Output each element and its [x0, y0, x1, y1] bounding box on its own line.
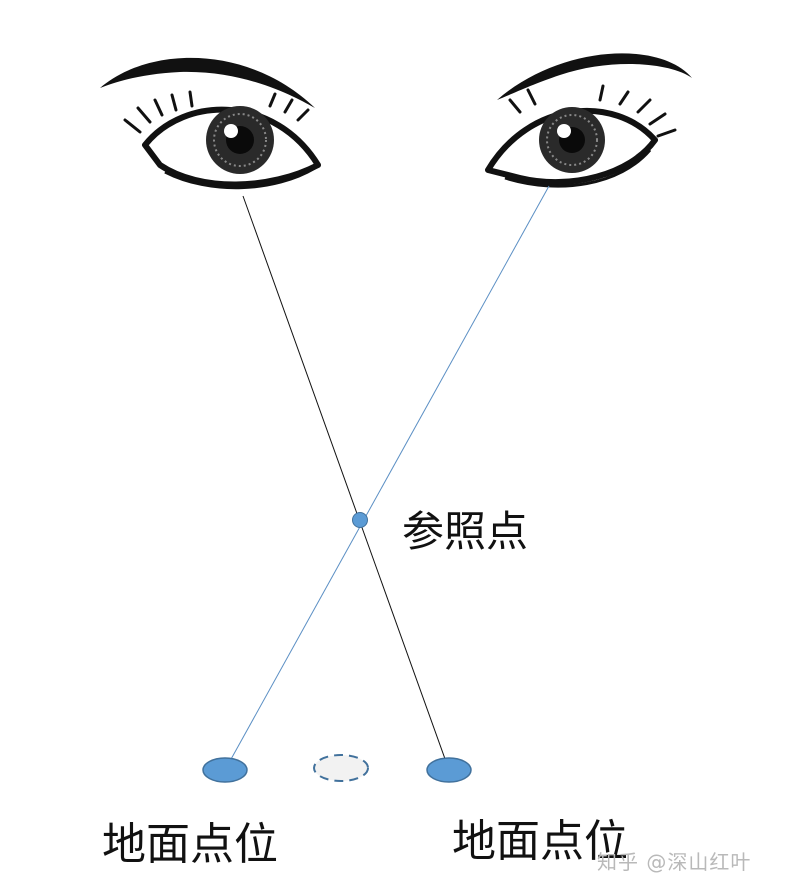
- right-eye-sight-line: [225, 186, 549, 770]
- left-eyebrow: [100, 58, 315, 108]
- ground-point-ghost: [314, 755, 368, 781]
- right-eyebrow: [497, 53, 692, 100]
- watermark: 知乎 @深山红叶: [597, 846, 751, 875]
- left-eye-icon: [100, 58, 318, 188]
- ground-point-left: [203, 758, 247, 782]
- right-eye-icon: [488, 53, 692, 186]
- reference-point: [353, 513, 368, 528]
- reference-point-label: 参照点: [402, 498, 528, 559]
- ground-point-right: [427, 758, 471, 782]
- left-eye-sight-line: [243, 196, 449, 770]
- ground-point-left-label: 地面点位: [102, 808, 278, 872]
